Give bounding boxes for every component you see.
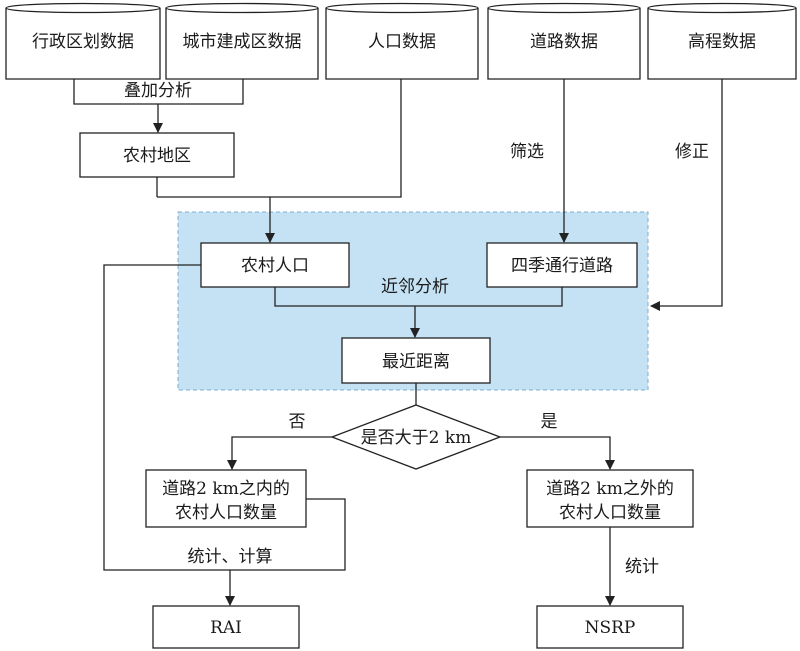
- source-elevation-label: 高程数据: [688, 32, 756, 52]
- node-nearest-distance: [341, 337, 491, 384]
- source-population: 人口数据: [325, 2, 479, 80]
- node-outside-2km-line2: 农村人口数量: [559, 503, 661, 523]
- yes-branch-arrow: [500, 436, 615, 470]
- node-within-2km-line1: 道路2 km之内的: [162, 479, 290, 499]
- proximity-label: 近邻分析: [381, 277, 449, 297]
- source-roads-label: 道路数据: [530, 32, 598, 52]
- filter-label: 筛选: [510, 142, 544, 162]
- within-to-rai-line: [230, 498, 346, 571]
- node-outside-2km: [526, 469, 694, 528]
- node-rural-area-label: 农村地区: [123, 146, 191, 166]
- source-elevation: 高程数据: [647, 2, 797, 80]
- stat-label: 统计: [625, 557, 659, 577]
- yes-label: 是: [541, 412, 558, 432]
- stat-calc-label: 统计、计算: [188, 547, 273, 567]
- source-roads: 道路数据: [487, 2, 641, 80]
- node-decision: [330, 404, 502, 470]
- node-within-2km-line2: 农村人口数量: [175, 503, 277, 523]
- node-nsrp-label: NSRP: [585, 618, 636, 638]
- node-nearest-distance-label: 最近距离: [382, 352, 450, 372]
- rural-population-to-rai-line: [103, 264, 230, 571]
- proximity-connector: [274, 287, 563, 307]
- node-rai: [152, 605, 300, 649]
- no-label: 否: [289, 412, 306, 432]
- source-admin-division-label: 行政区划数据: [32, 32, 134, 52]
- overlay-label: 叠加分析: [124, 81, 192, 101]
- no-branch-arrow: [227, 436, 332, 470]
- node-nsrp: [536, 605, 684, 649]
- node-rai-label: RAI: [210, 618, 242, 638]
- source-urban-built-up: 城市建成区数据: [165, 2, 319, 80]
- source-population-label: 人口数据: [368, 32, 436, 52]
- node-rural-population-label: 农村人口: [241, 256, 309, 276]
- correct-label: 修正: [675, 142, 709, 162]
- population-to-rural-population-line: [265, 79, 402, 243]
- node-outside-2km-line1: 道路2 km之外的: [546, 479, 674, 499]
- node-decision-label: 是否大于2 km: [361, 428, 472, 448]
- source-urban-built-up-label: 城市建成区数据: [183, 32, 302, 52]
- elevation-correct-arrow: [650, 79, 723, 311]
- source-admin-division: 行政区划数据: [5, 2, 161, 80]
- node-all-season-roads-label: 四季通行道路: [511, 256, 613, 276]
